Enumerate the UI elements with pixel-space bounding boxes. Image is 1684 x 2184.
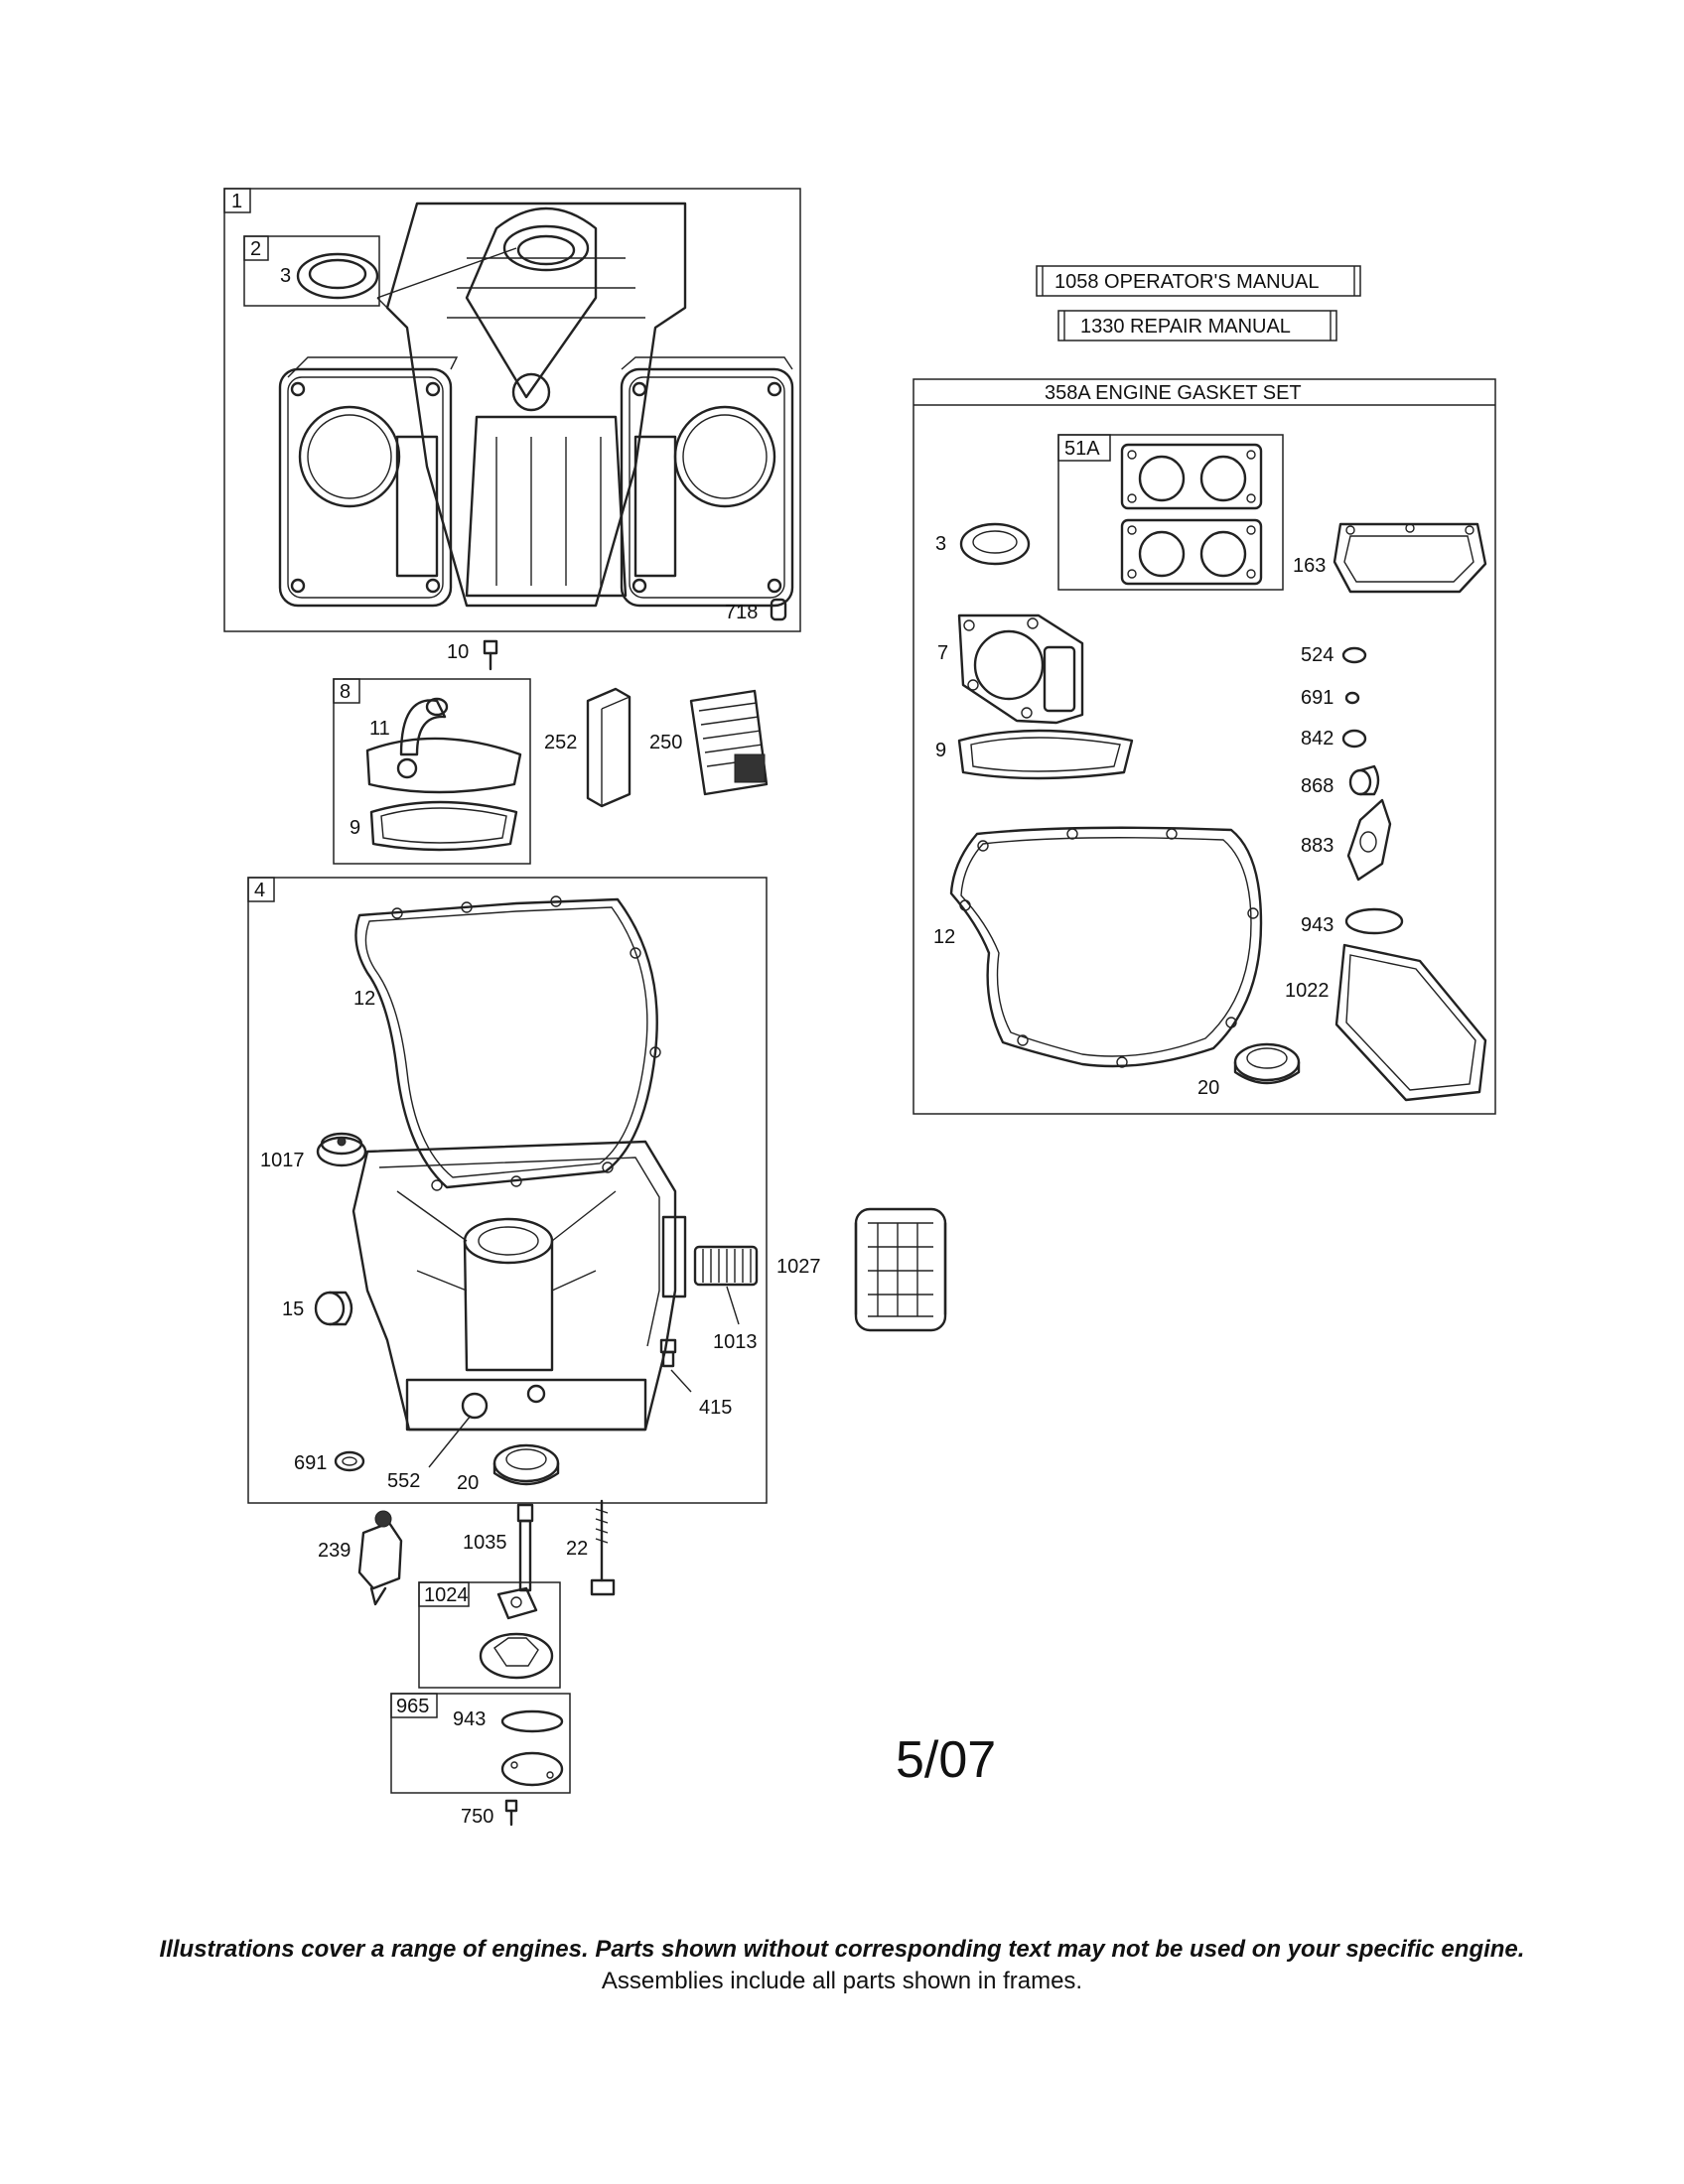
- callout-718: 718: [725, 602, 758, 623]
- fitting-415-part: [659, 1338, 692, 1393]
- seal-691-part: [334, 1450, 365, 1472]
- bolt-22-part: [590, 1499, 616, 1596]
- oil-pump-1024-frame: 1024: [418, 1581, 561, 1689]
- operators-manual-label: 1058 OPERATOR'S MANUAL: [1054, 271, 1320, 293]
- oil-seal-part: [296, 252, 379, 300]
- callout-20-sump: 20: [457, 1472, 479, 1494]
- callout-3-gasket: 3: [935, 533, 946, 555]
- gasket-set-frame: 358A ENGINE GASKET SET 51A 3 163 7: [912, 378, 1496, 1115]
- callout-1035: 1035: [463, 1532, 507, 1554]
- assembly-tag-1: 1: [231, 191, 242, 212]
- footer-assemblies-note: Assemblies include all parts shown in fr…: [601, 1968, 1083, 1994]
- date-code: 5/07: [896, 1731, 996, 1789]
- breather-cover-part: [365, 737, 522, 794]
- repair-manual-label: 1330 REPAIR MANUAL: [1080, 316, 1291, 338]
- sump-assembly-frame: 4 12 1017 15: [247, 877, 768, 1504]
- breather-gasket-part: [369, 800, 518, 852]
- oil-filter-1027-part: [854, 1207, 947, 1332]
- callout-239: 239: [318, 1540, 351, 1562]
- callout-252: 252: [544, 732, 577, 753]
- callout-12-gasket: 12: [933, 926, 955, 948]
- callout-868: 868: [1301, 775, 1333, 797]
- assembly-tag-4: 4: [254, 880, 265, 901]
- shaft-1035-part: [516, 1503, 534, 1592]
- callout-1013: 1013: [713, 1331, 758, 1353]
- exhaust-gasket-lower-part: [1120, 518, 1263, 586]
- callout-842: 842: [1301, 728, 1333, 750]
- callout-943-lower: 943: [453, 1708, 486, 1730]
- callout-691-gasket: 691: [1301, 687, 1333, 709]
- cylinder-assembly-frame: 1 2 3: [223, 188, 801, 632]
- callout-691-sump: 691: [294, 1452, 327, 1474]
- pump-housing-part: [479, 1632, 554, 1680]
- callout-163: 163: [1293, 555, 1326, 577]
- callout-1027: 1027: [776, 1256, 821, 1278]
- callout-250: 250: [649, 732, 682, 753]
- repair-manual-box: 1330 REPAIR MANUAL: [1057, 310, 1337, 341]
- o-ring-943-gasket-part: [1344, 907, 1404, 935]
- pump-cover-965-frame: 965 943: [390, 1693, 571, 1794]
- head-gasket-7-part: [957, 614, 1084, 725]
- callout-15: 15: [282, 1298, 304, 1320]
- seal-691-gasket-part: [1344, 691, 1360, 705]
- callout-524: 524: [1301, 644, 1333, 666]
- callout-1022: 1022: [1285, 980, 1330, 1002]
- callout-7: 7: [937, 642, 948, 664]
- callout-12-sump: 12: [353, 988, 375, 1010]
- gasket-883-part: [1346, 798, 1392, 882]
- sump-gasket-12-set-part: [949, 826, 1263, 1068]
- screw-10-part: [483, 639, 498, 671]
- assembly-tag-51A: 51A: [1064, 438, 1100, 460]
- seal-868-part: [1348, 764, 1380, 796]
- oil-pressure-switch-239-part: [357, 1510, 403, 1606]
- ring-842-part: [1341, 729, 1367, 749]
- callout-1017: 1017: [260, 1150, 305, 1171]
- gasket-1022-part: [1334, 943, 1487, 1102]
- oil-seal-20-sump-part: [492, 1443, 560, 1486]
- callout-9-gasket: 9: [935, 740, 946, 761]
- sump-body-drawing: [351, 1140, 687, 1432]
- pump-cover-part: [500, 1751, 564, 1787]
- oil-filter-adapter-1013-part: [693, 1245, 759, 1325]
- assembly-tag-1024: 1024: [424, 1584, 469, 1606]
- callout-11: 11: [369, 718, 390, 740]
- bushing-15-part: [314, 1291, 353, 1326]
- assembly-tag-8: 8: [340, 681, 351, 703]
- oil-seal-20-gasket-part: [1233, 1042, 1301, 1085]
- operators-manual-box: 1058 OPERATOR'S MANUAL: [1036, 265, 1361, 297]
- cylinder-block-drawing: [278, 202, 794, 608]
- breather-assembly-frame: 8 11 9: [333, 678, 531, 865]
- oil-fill-cap-part: [316, 1132, 367, 1167]
- callout-22: 22: [566, 1538, 588, 1560]
- dowel-pin-part: [770, 598, 787, 621]
- foam-filter-252-part: [586, 687, 632, 808]
- valve-cover-gasket-163-part: [1333, 522, 1487, 594]
- callout-750: 750: [461, 1806, 493, 1828]
- gasket-set-title: 358A ENGINE GASKET SET: [1045, 382, 1302, 404]
- exhaust-gasket-upper-part: [1120, 443, 1263, 510]
- footer-disclaimer: Illustrations cover a range of engines. …: [159, 1936, 1525, 1963]
- washer-524-part: [1341, 646, 1367, 664]
- oil-seal-3-part: [959, 522, 1031, 566]
- leader-552: [428, 1415, 472, 1468]
- callout-552: 552: [387, 1470, 420, 1492]
- callout-943-gasket: 943: [1301, 914, 1333, 936]
- filter-250-part: [689, 689, 769, 796]
- assembly-tag-2: 2: [250, 238, 261, 260]
- callout-10: 10: [447, 641, 469, 663]
- callout-20-gasket: 20: [1197, 1077, 1219, 1099]
- callout-883: 883: [1301, 835, 1333, 857]
- o-ring-943-part: [500, 1709, 564, 1733]
- breather-gasket-9-part: [957, 729, 1134, 780]
- sump-gasket-12-part: [354, 897, 658, 1189]
- breather-tube-part: [399, 699, 447, 756]
- screw-750-part: [504, 1799, 518, 1827]
- callout-3-cylinder: 3: [280, 265, 291, 287]
- callout-415: 415: [699, 1397, 732, 1419]
- pump-rotor-part: [496, 1586, 538, 1620]
- assembly-tag-965: 965: [396, 1696, 429, 1717]
- callout-9-breather: 9: [350, 817, 360, 839]
